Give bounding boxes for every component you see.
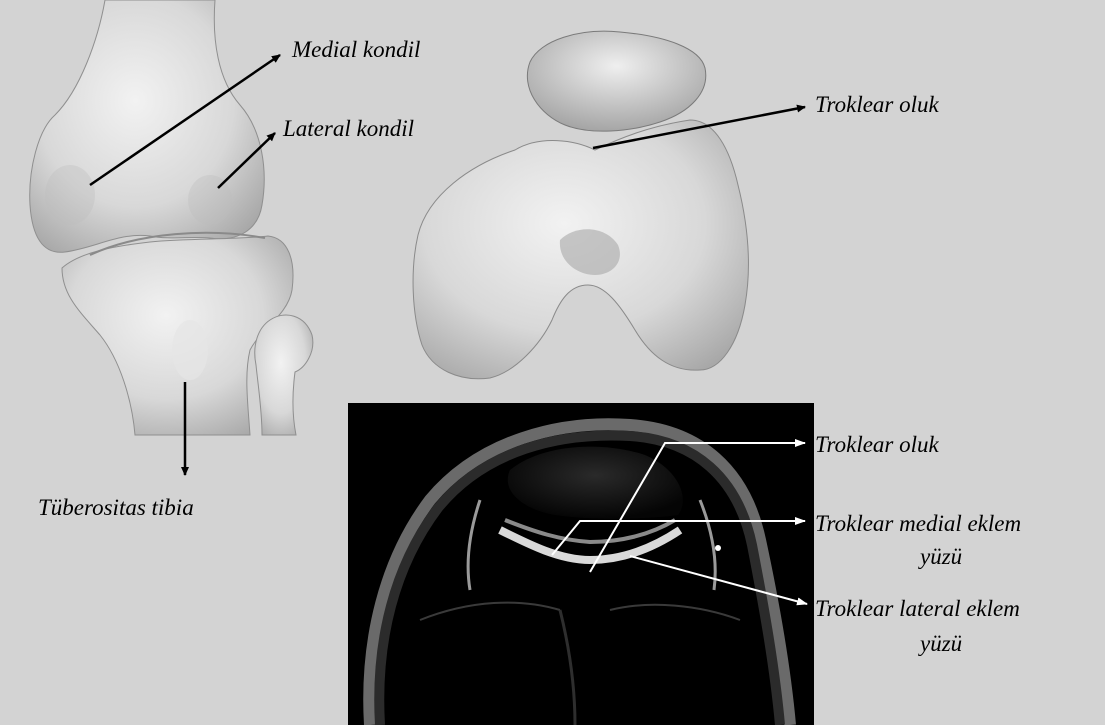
label-troklear-oluk-top: Troklear oluk [815,93,939,116]
label-troklear-lateral-line1: Troklear lateral eklem [815,597,1020,620]
knee-frontal-view [30,0,313,435]
label-troklear-medial-line1: Troklear medial eklem [815,512,1021,535]
mri-axial-slice [348,403,814,725]
label-tuberositas-tibia: Tüberositas tibia [38,496,194,519]
fibula [255,315,313,435]
femur-axial-view [413,31,748,379]
label-troklear-lateral-line2: yüzü [920,632,962,655]
patella [527,31,705,131]
label-medial-kondil: Medial kondil [292,38,420,61]
label-troklear-medial-line2: yüzü [920,545,962,568]
label-lateral-kondil: Lateral kondil [283,117,414,140]
label-troklear-oluk-mri: Troklear oluk [815,433,939,456]
